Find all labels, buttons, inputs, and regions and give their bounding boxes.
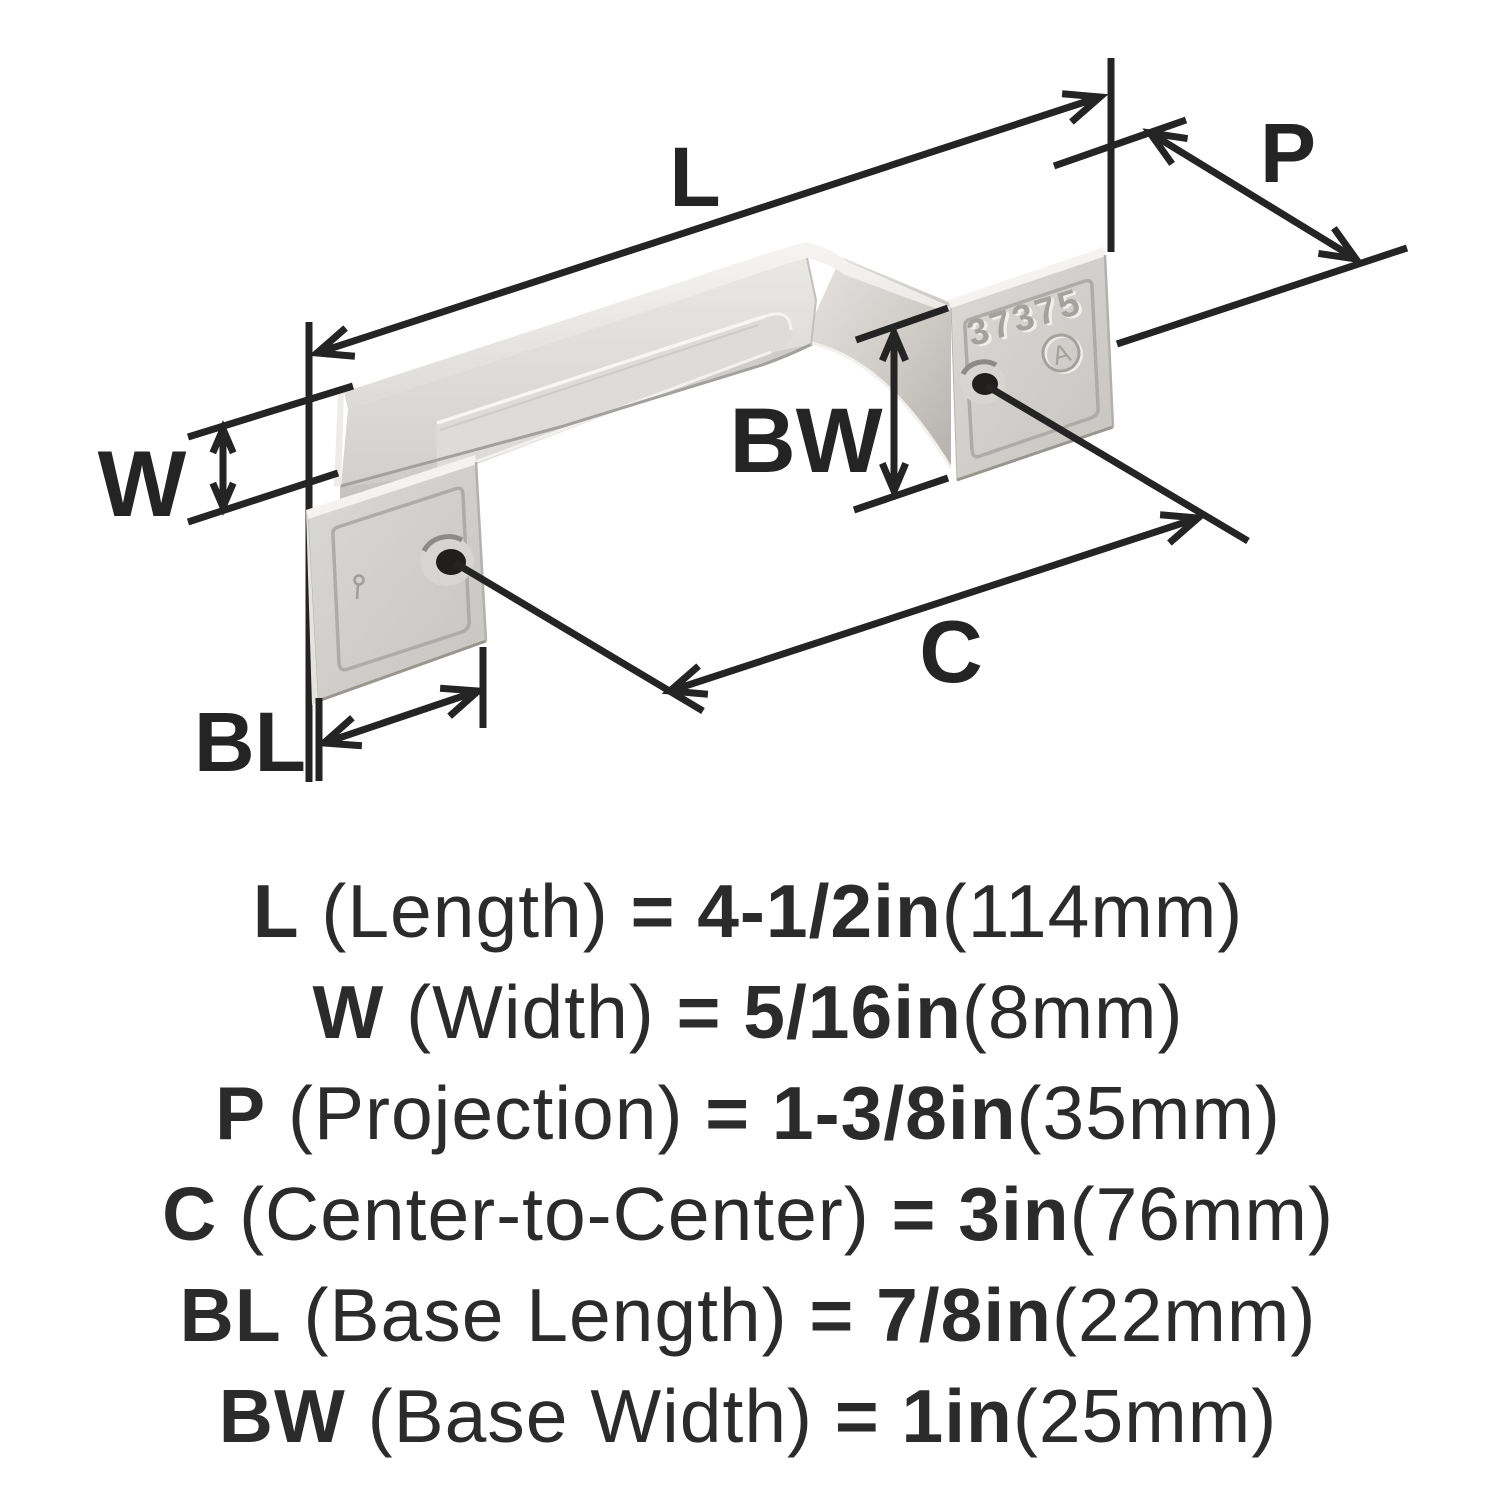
left-base-pad [306, 455, 488, 705]
right-pad-top-highlight [948, 247, 1106, 308]
dimension-line-baselength [322, 687, 480, 747]
extension-line-basewidth-bottom [852, 474, 950, 514]
arrowhead-length-right [1061, 90, 1109, 125]
right-leg-highlight-edge [802, 339, 953, 469]
arrowhead-projection-bottom [1317, 226, 1364, 264]
legend-width-label: W [312, 970, 384, 1054]
legend-baselength-label: BL [180, 1273, 282, 1357]
arrowhead-projection-top [1142, 128, 1189, 166]
label-base-length: BL [194, 695, 306, 789]
recess-top-highlight [436, 314, 767, 425]
legend-length-label: L [253, 869, 300, 953]
right-pad-groove [963, 278, 1100, 459]
legend-width-name: (Width) [384, 970, 676, 1054]
label-center-to-center: C [919, 602, 983, 701]
left-pad-groove [331, 486, 471, 672]
cabinet-pull-handle: 37375 37375 A [306, 242, 1115, 705]
legend-projection-metric: (35mm) [1017, 1071, 1281, 1155]
legend-projection-name: (Projection) [266, 1071, 705, 1155]
bar-lower-lip [342, 344, 812, 487]
leader-line-left-hole [453, 559, 705, 715]
right-pad-bottom-edge [956, 425, 1114, 482]
dimension-line-length [315, 93, 1102, 357]
arrowhead-basewidth-top [879, 324, 909, 362]
legend-width-metric: (8mm) [962, 970, 1184, 1054]
legend-length-value: = 4-1/2in [631, 869, 942, 953]
recess-cap-highlight [765, 312, 793, 331]
label-projection: P [1260, 106, 1316, 200]
legend-center-name: (Center-to-Center) [217, 1172, 891, 1256]
extension-line-width-top [186, 382, 355, 441]
dimension-line-projection [1148, 130, 1358, 262]
right-counterbore-shadow [960, 359, 998, 376]
extension-line-projection-top [1052, 116, 1188, 170]
arrowhead-baselength-right [439, 684, 487, 719]
arrowhead-length-left [308, 325, 356, 360]
brand-logo-mark: A [1041, 333, 1083, 374]
legend-projection-label: P [215, 1071, 266, 1155]
arrowhead-width-top [209, 420, 237, 455]
left-pad-keyhole-mark [353, 574, 365, 600]
bar-end-cap [334, 392, 344, 487]
dimension-letter-labels: L W P C BW BL [98, 106, 1316, 789]
legend-baselength-value: = 7/8in [809, 1273, 1052, 1357]
extension-line-basewidth-top [854, 304, 950, 344]
recess-inner-shadow [439, 324, 759, 431]
legend-projection-value: = 1-3/8in [705, 1071, 1016, 1155]
legend-center-value: = 3in [892, 1172, 1070, 1256]
left-counterbore-shadow [421, 534, 464, 553]
bar-recess-panel [436, 312, 793, 474]
left-pad-bottom-edge [317, 639, 487, 703]
handle-right-leg [803, 257, 951, 468]
legend-basewidth-name: (Base Width) [346, 1374, 835, 1458]
arrowhead-center-left [661, 663, 709, 698]
left-pad-left-highlight [306, 510, 318, 705]
legend-center-label: C [162, 1172, 217, 1256]
arrowhead-basewidth-bottom [879, 462, 909, 500]
legend-basewidth-metric: (25mm) [1013, 1374, 1277, 1458]
legend-basewidth-value: = 1in [835, 1374, 1013, 1458]
legend-row-length: L (Length) = 4-1/2in(114mm) [253, 869, 1244, 953]
label-base-width: BW [729, 390, 882, 492]
legend-row-basewidth: BW (Base Width) = 1in(25mm) [219, 1374, 1277, 1458]
bar-bottom-edge [340, 342, 813, 488]
legend-baselength-metric: (22mm) [1052, 1273, 1316, 1357]
label-width: W [98, 431, 187, 536]
legend-center-metric: (76mm) [1070, 1172, 1334, 1256]
label-length: L [669, 130, 720, 224]
legend-row-baselength: BL (Base Length) = 7/8in(22mm) [180, 1273, 1317, 1357]
legend-baselength-name: (Base Length) [282, 1273, 810, 1357]
arrowhead-baselength-left [315, 715, 363, 750]
arrowhead-width-bottom [209, 481, 237, 516]
dimension-lines [186, 58, 1409, 781]
legend-row-width: W (Width) = 5/16in(8mm) [312, 970, 1183, 1054]
right-pad-right-edge [1103, 254, 1115, 428]
left-pad-top-highlight [306, 455, 477, 519]
extension-line-width-bottom [186, 469, 340, 526]
left-screw-hole [436, 549, 466, 575]
right-base-pad: 37375 37375 A [948, 247, 1115, 482]
legend-basewidth-label: BW [219, 1374, 346, 1458]
dimension-line-center-to-center [668, 514, 1200, 695]
legend-length-name: (Length) [300, 869, 631, 953]
left-pad-right-edge [474, 461, 488, 642]
legend-length-metric: (114mm) [942, 869, 1243, 953]
extension-line-projection-bottom [1115, 244, 1409, 348]
arrowhead-center-right [1159, 511, 1207, 546]
legend-row-center: C (Center-to-Center) = 3in(76mm) [162, 1172, 1334, 1256]
legend: L (Length) = 4-1/2in(114mm) W (Width) = … [162, 869, 1334, 1458]
legend-row-projection: P (Projection) = 1-3/8in(35mm) [215, 1071, 1281, 1155]
legend-width-value: = 5/16in [677, 970, 962, 1054]
bend-crease [806, 257, 818, 346]
